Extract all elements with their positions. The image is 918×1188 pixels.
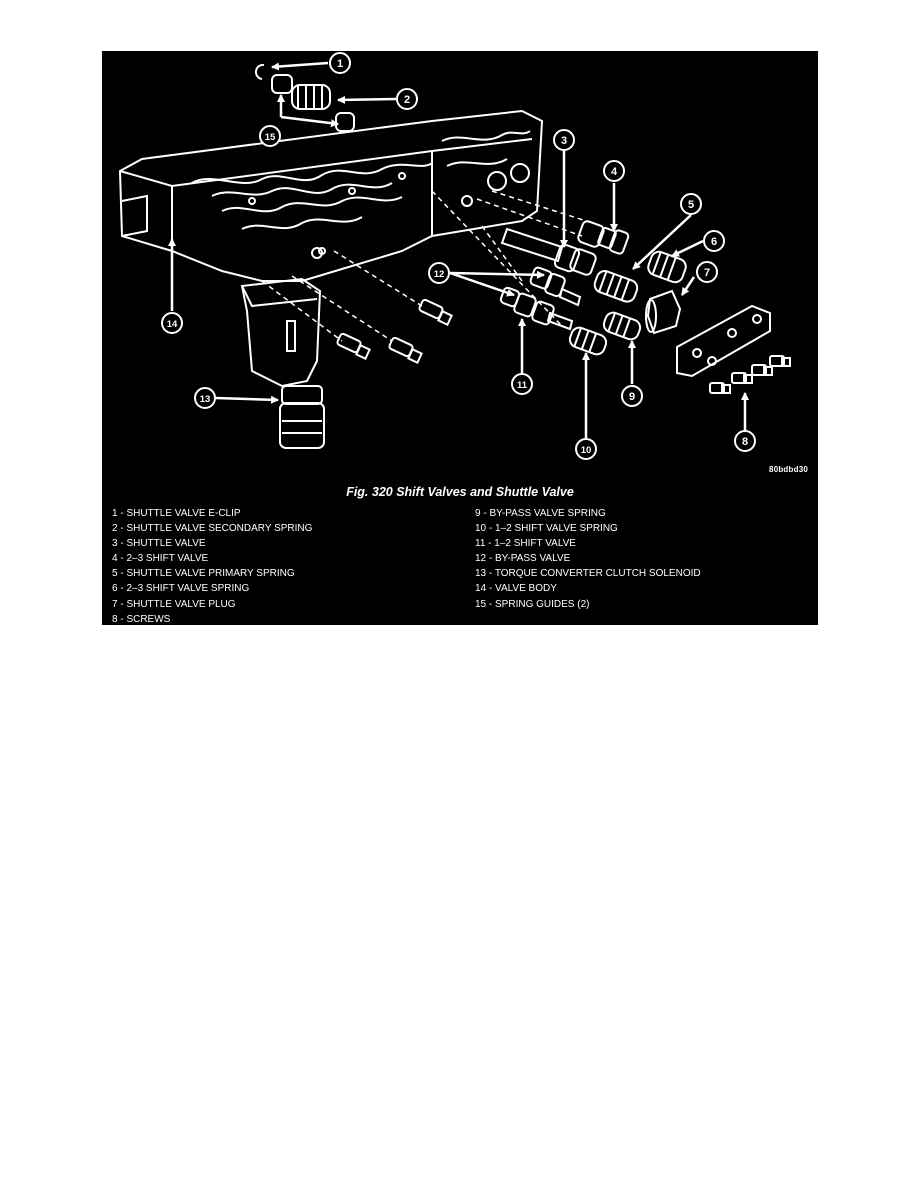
callout-15: 15 bbox=[259, 125, 281, 147]
screws-set bbox=[336, 298, 453, 364]
callout-number: 2 bbox=[404, 94, 410, 106]
cover-plate bbox=[676, 304, 771, 378]
callout-12: 12 bbox=[428, 262, 450, 284]
by-pass-valve bbox=[529, 266, 582, 307]
legend-item: 1 - SHUTTLE VALVE E-CLIP bbox=[112, 508, 241, 519]
cover-screws bbox=[709, 355, 791, 394]
callout-circle bbox=[575, 438, 597, 460]
legend-item: 14 - VALVE BODY bbox=[475, 583, 557, 595]
callout-1: 1 bbox=[329, 52, 351, 74]
screw bbox=[731, 372, 753, 384]
callout-number: 10 bbox=[581, 445, 592, 456]
figure-id-code: 80bdbd30 bbox=[769, 465, 808, 474]
callout-number: 13 bbox=[200, 394, 211, 405]
legend-item: 12 - BY-PASS VALVE bbox=[475, 553, 571, 565]
callout-13: 13 bbox=[194, 387, 216, 409]
callout-number: 9 bbox=[629, 391, 635, 403]
callout-number: 4 bbox=[611, 166, 618, 178]
callout-circle bbox=[511, 373, 533, 395]
callout-5: 5 bbox=[680, 193, 702, 215]
shuttle-valve bbox=[500, 227, 597, 276]
screw bbox=[418, 298, 453, 326]
callout-2: 2 bbox=[396, 88, 418, 110]
callout-14: 14 bbox=[161, 312, 183, 334]
callout-number: 5 bbox=[688, 199, 694, 211]
legend-item: 6 - 2–3 SHIFT VALVE SPRING bbox=[112, 583, 250, 595]
torque-converter-clutch-solenoid bbox=[240, 277, 325, 449]
callout-number: 7 bbox=[704, 267, 710, 279]
figure-title: Fig. 320 Shift Valves and Shuttle Valve bbox=[346, 485, 574, 499]
legend-item: 5 - SHUTTLE VALVE PRIMARY SPRING bbox=[112, 568, 295, 580]
callout-number: 3 bbox=[561, 135, 567, 147]
legend-right-column: 9 - BY-PASS VALVE SPRING 10 - 1–2 SHIFT V… bbox=[475, 506, 701, 612]
legend-item: 8 - SCREWS bbox=[112, 613, 171, 625]
shuttle-valve-plug bbox=[645, 289, 682, 335]
shuttle-valve-e-clip bbox=[254, 63, 265, 80]
callout-circle bbox=[696, 261, 718, 283]
callout-circle bbox=[680, 193, 702, 215]
callout-circle bbox=[259, 125, 281, 147]
callout-circle bbox=[329, 52, 351, 74]
callout-number: 11 bbox=[517, 380, 528, 391]
callout-number: 6 bbox=[711, 236, 717, 248]
callout-number: 12 bbox=[434, 269, 445, 280]
callout-circle bbox=[428, 262, 450, 284]
callout-4: 4 bbox=[603, 160, 625, 182]
callout-circle bbox=[194, 387, 216, 409]
legend-item: 15 - SPRING GUIDES (2) bbox=[475, 598, 590, 610]
legend-item: 13 - TORQUE CONVERTER CLUTCH SOLENOID bbox=[475, 568, 701, 580]
callout-11: 11 bbox=[511, 373, 533, 395]
2-3-shift-valve-spring bbox=[647, 250, 687, 284]
callout-number: 14 bbox=[167, 319, 178, 330]
legend-item: 3 - SHUTTLE VALVE bbox=[112, 538, 206, 550]
screw bbox=[336, 332, 371, 360]
leader-lines bbox=[168, 61, 749, 438]
callout-10: 10 bbox=[575, 438, 597, 460]
callout-3: 3 bbox=[553, 129, 575, 151]
screw bbox=[709, 382, 731, 394]
callout-number: 8 bbox=[742, 436, 748, 448]
callout-circle bbox=[396, 88, 418, 110]
callout-circle bbox=[734, 430, 756, 452]
legend-item: 4 - 2–3 SHIFT VALVE bbox=[112, 553, 209, 565]
legend-item: 10 - 1–2 SHIFT VALVE SPRING bbox=[475, 523, 618, 535]
legend-item: 2 - SHUTTLE VALVE SECONDARY SPRING bbox=[112, 523, 313, 535]
by-pass-valve-spring bbox=[602, 311, 642, 341]
callout-7: 7 bbox=[696, 261, 718, 283]
callout-circle bbox=[553, 129, 575, 151]
callout-circle bbox=[161, 312, 183, 334]
legend-item: 7 - SHUTTLE VALVE PLUG bbox=[112, 598, 236, 610]
callout-circle bbox=[703, 230, 725, 252]
callout-9: 9 bbox=[621, 385, 643, 407]
1-2-shift-valve-spring bbox=[568, 326, 608, 356]
callout-circle bbox=[621, 385, 643, 407]
shuttle-valve-primary-spring bbox=[593, 270, 639, 303]
screw bbox=[769, 355, 791, 367]
legend-item: 9 - BY-PASS VALVE SPRING bbox=[475, 508, 606, 519]
callout-number: 15 bbox=[265, 132, 276, 143]
legend-item: 11 - 1–2 SHIFT VALVE bbox=[475, 538, 576, 550]
callout-8: 8 bbox=[734, 430, 756, 452]
callout-circle bbox=[603, 160, 625, 182]
legend-left-column: 1 - SHUTTLE VALVE E-CLIP 2 - SHUTTLE VALV… bbox=[112, 506, 312, 627]
callout-number: 1 bbox=[337, 58, 343, 70]
2-3-shift-valve bbox=[577, 220, 630, 255]
shuttle-valve-secondary-spring bbox=[291, 84, 331, 110]
callout-6: 6 bbox=[703, 230, 725, 252]
screw bbox=[388, 336, 423, 364]
screw bbox=[751, 364, 773, 376]
valve-body bbox=[118, 109, 544, 282]
